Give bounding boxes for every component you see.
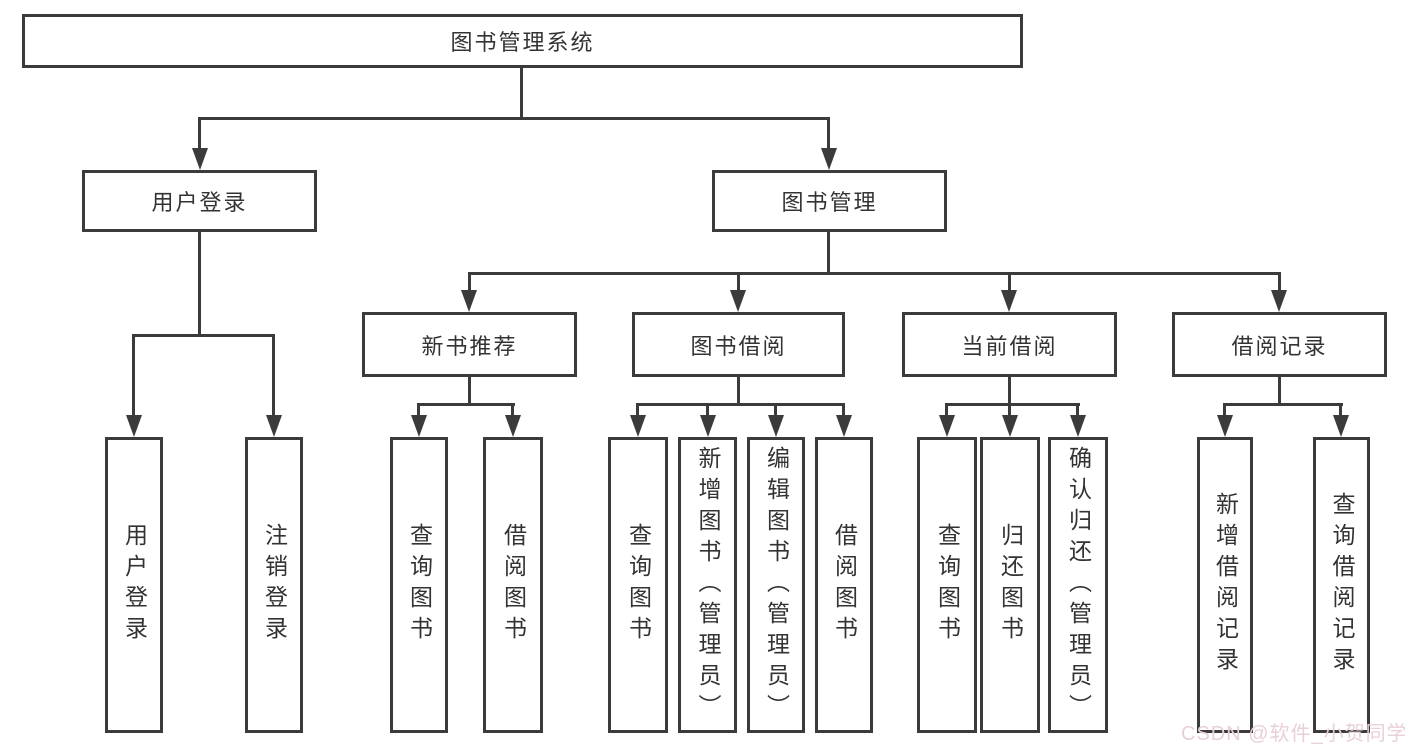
arrow-down (505, 415, 521, 437)
node-current-borrow: 当前借阅 (902, 312, 1117, 377)
leaf-query-books-recommend: 查询图书 (390, 437, 448, 733)
arrow-down (192, 148, 208, 170)
leaf-add-book-admin: 新增图书（管理员） (678, 437, 737, 733)
leaf-query-books-borrow: 查询图书 (608, 437, 668, 733)
connector (1008, 403, 1011, 423)
connector (827, 230, 830, 275)
connector (1008, 375, 1011, 405)
connector (132, 334, 135, 420)
arrow-down (266, 415, 282, 437)
connector (636, 403, 639, 423)
connector (198, 230, 201, 336)
connector (417, 403, 420, 423)
csdn-watermark: CSDN @软件_小贺同学 (1181, 723, 1405, 745)
connector (1223, 403, 1343, 406)
connector (827, 117, 830, 150)
leaf-query-books-borrow-label: 查询图书 (625, 523, 652, 647)
node-root-label: 图书管理系统 (450, 30, 595, 55)
arrow-down (1070, 415, 1086, 437)
leaf-borrow-books-recommend: 借阅图书 (483, 437, 543, 733)
node-new-book-recommend: 新书推荐 (362, 312, 577, 377)
connector (774, 403, 777, 423)
connector (1223, 403, 1226, 423)
connector (945, 403, 948, 423)
node-new-book-recommend-label: 新书推荐 (421, 333, 518, 359)
arrow-down (939, 415, 955, 437)
connector (198, 117, 830, 120)
leaf-return-books-label: 归还图书 (997, 523, 1024, 647)
arrow-down (730, 290, 746, 312)
connector (706, 403, 709, 423)
leaf-borrow-books-recommend-label: 借阅图书 (500, 523, 527, 647)
connector (132, 334, 275, 337)
node-book-management-label: 图书管理 (781, 190, 878, 215)
arrow-down (1001, 290, 1017, 312)
connector (1278, 272, 1281, 294)
connector (842, 403, 845, 423)
leaf-return-books: 归还图书 (980, 437, 1040, 733)
leaf-borrow-books: 借阅图书 (815, 437, 873, 733)
arrow-down (630, 415, 646, 437)
node-book-borrow-label: 图书借阅 (690, 333, 787, 359)
arrow-down (836, 415, 852, 437)
arrow-down (1217, 415, 1233, 437)
leaf-query-borrow-record-label: 查询借阅记录 (1329, 492, 1355, 678)
connector (1278, 375, 1281, 405)
connector (737, 272, 740, 294)
leaf-user-login: 用户登录 (105, 437, 163, 733)
connector (468, 272, 471, 294)
arrow-down (1333, 415, 1349, 437)
leaf-query-books-current-label: 查询图书 (934, 523, 961, 647)
connector (468, 272, 1281, 275)
node-root: 图书管理系统 (22, 14, 1023, 68)
connector (1339, 403, 1342, 423)
leaf-confirm-return-admin-label: 确认归还（管理员） (1065, 445, 1092, 725)
node-borrow-records: 借阅记录 (1172, 312, 1387, 377)
leaf-query-borrow-record: 查询借阅记录 (1313, 437, 1370, 733)
connector (945, 403, 1080, 406)
connector (417, 403, 515, 406)
connector (636, 403, 845, 406)
arrow-down (126, 415, 142, 437)
connector (737, 375, 740, 405)
leaf-user-login-label: 用户登录 (121, 523, 148, 647)
node-user-login: 用户登录 (82, 170, 317, 232)
leaf-logout-label: 注销登录 (261, 523, 288, 647)
connector (511, 403, 514, 423)
leaf-borrow-books-label: 借阅图书 (831, 523, 858, 647)
arrow-down (821, 148, 837, 170)
arrow-down (461, 290, 477, 312)
leaf-edit-book-admin: 编辑图书（管理员） (747, 437, 805, 733)
arrow-down (1002, 415, 1018, 437)
leaf-add-book-admin-label: 新增图书（管理员） (695, 445, 721, 725)
node-book-borrow: 图书借阅 (632, 312, 845, 377)
leaf-add-borrow-record: 新增借阅记录 (1197, 437, 1253, 733)
connector (468, 375, 471, 405)
node-borrow-records-label: 借阅记录 (1231, 333, 1328, 359)
leaf-query-books-recommend-label: 查询图书 (406, 523, 433, 647)
connector (198, 117, 201, 150)
connector (272, 334, 275, 420)
node-book-management: 图书管理 (712, 170, 947, 232)
node-current-borrow-label: 当前借阅 (961, 333, 1058, 359)
leaf-query-books-current: 查询图书 (917, 437, 977, 733)
connector (1076, 403, 1079, 423)
arrow-down (1271, 290, 1287, 312)
arrow-down (411, 415, 427, 437)
arrow-down (768, 415, 784, 437)
leaf-add-borrow-record-label: 新增借阅记录 (1212, 492, 1239, 678)
connector (1008, 272, 1011, 294)
arrow-down (700, 415, 716, 437)
connector (520, 68, 523, 120)
leaf-confirm-return-admin: 确认归还（管理员） (1048, 437, 1108, 733)
leaf-logout: 注销登录 (245, 437, 303, 733)
leaf-edit-book-admin-label: 编辑图书（管理员） (763, 445, 790, 725)
node-user-login-label: 用户登录 (151, 190, 248, 215)
